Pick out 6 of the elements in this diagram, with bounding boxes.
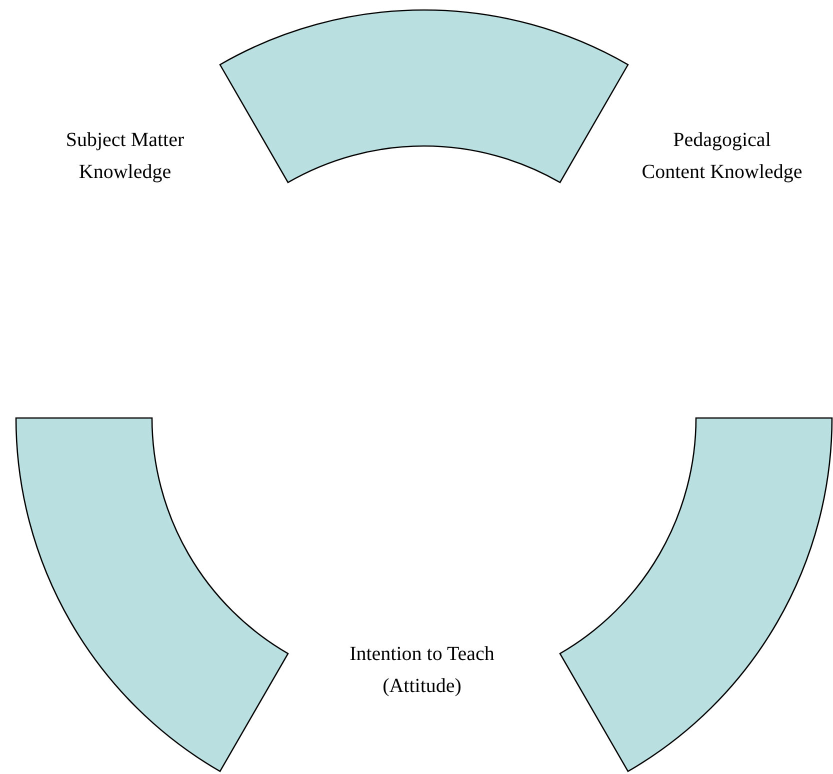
component-label: Pedagogical Content Knowledge xyxy=(640,128,804,185)
arc-segment xyxy=(219,10,629,184)
component-label: Intention to Teach (Attitude) xyxy=(348,642,496,699)
arc-segment xyxy=(15,417,289,772)
component-label: Subject Matter Knowledge xyxy=(64,128,186,185)
arc-segment xyxy=(559,417,833,772)
